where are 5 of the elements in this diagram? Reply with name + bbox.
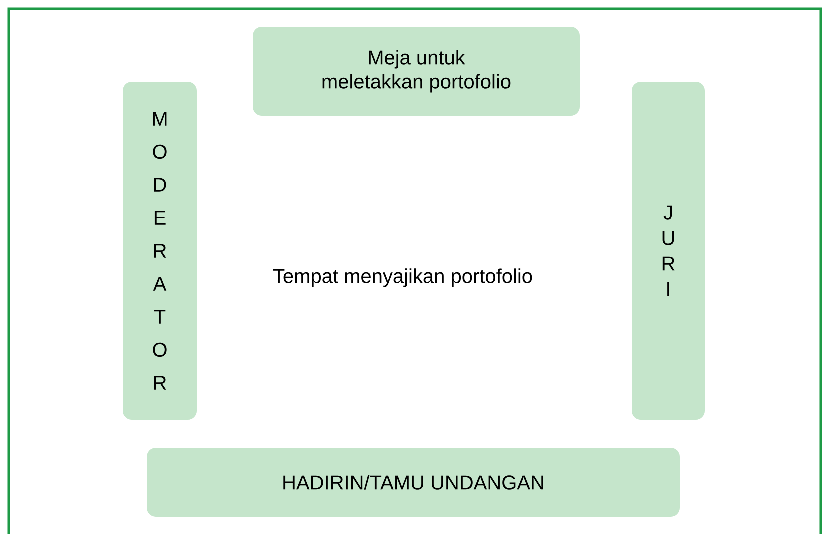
audience-box: HADIRIN/TAMU UNDANGAN: [147, 448, 680, 517]
table-box: Meja untuk meletakkan portofolio: [253, 27, 580, 116]
seat-box: JURI: [632, 82, 705, 420]
area-label: Tempat menyajikan portofolio: [273, 268, 532, 288]
seat-box: MODERATOR: [123, 82, 197, 420]
